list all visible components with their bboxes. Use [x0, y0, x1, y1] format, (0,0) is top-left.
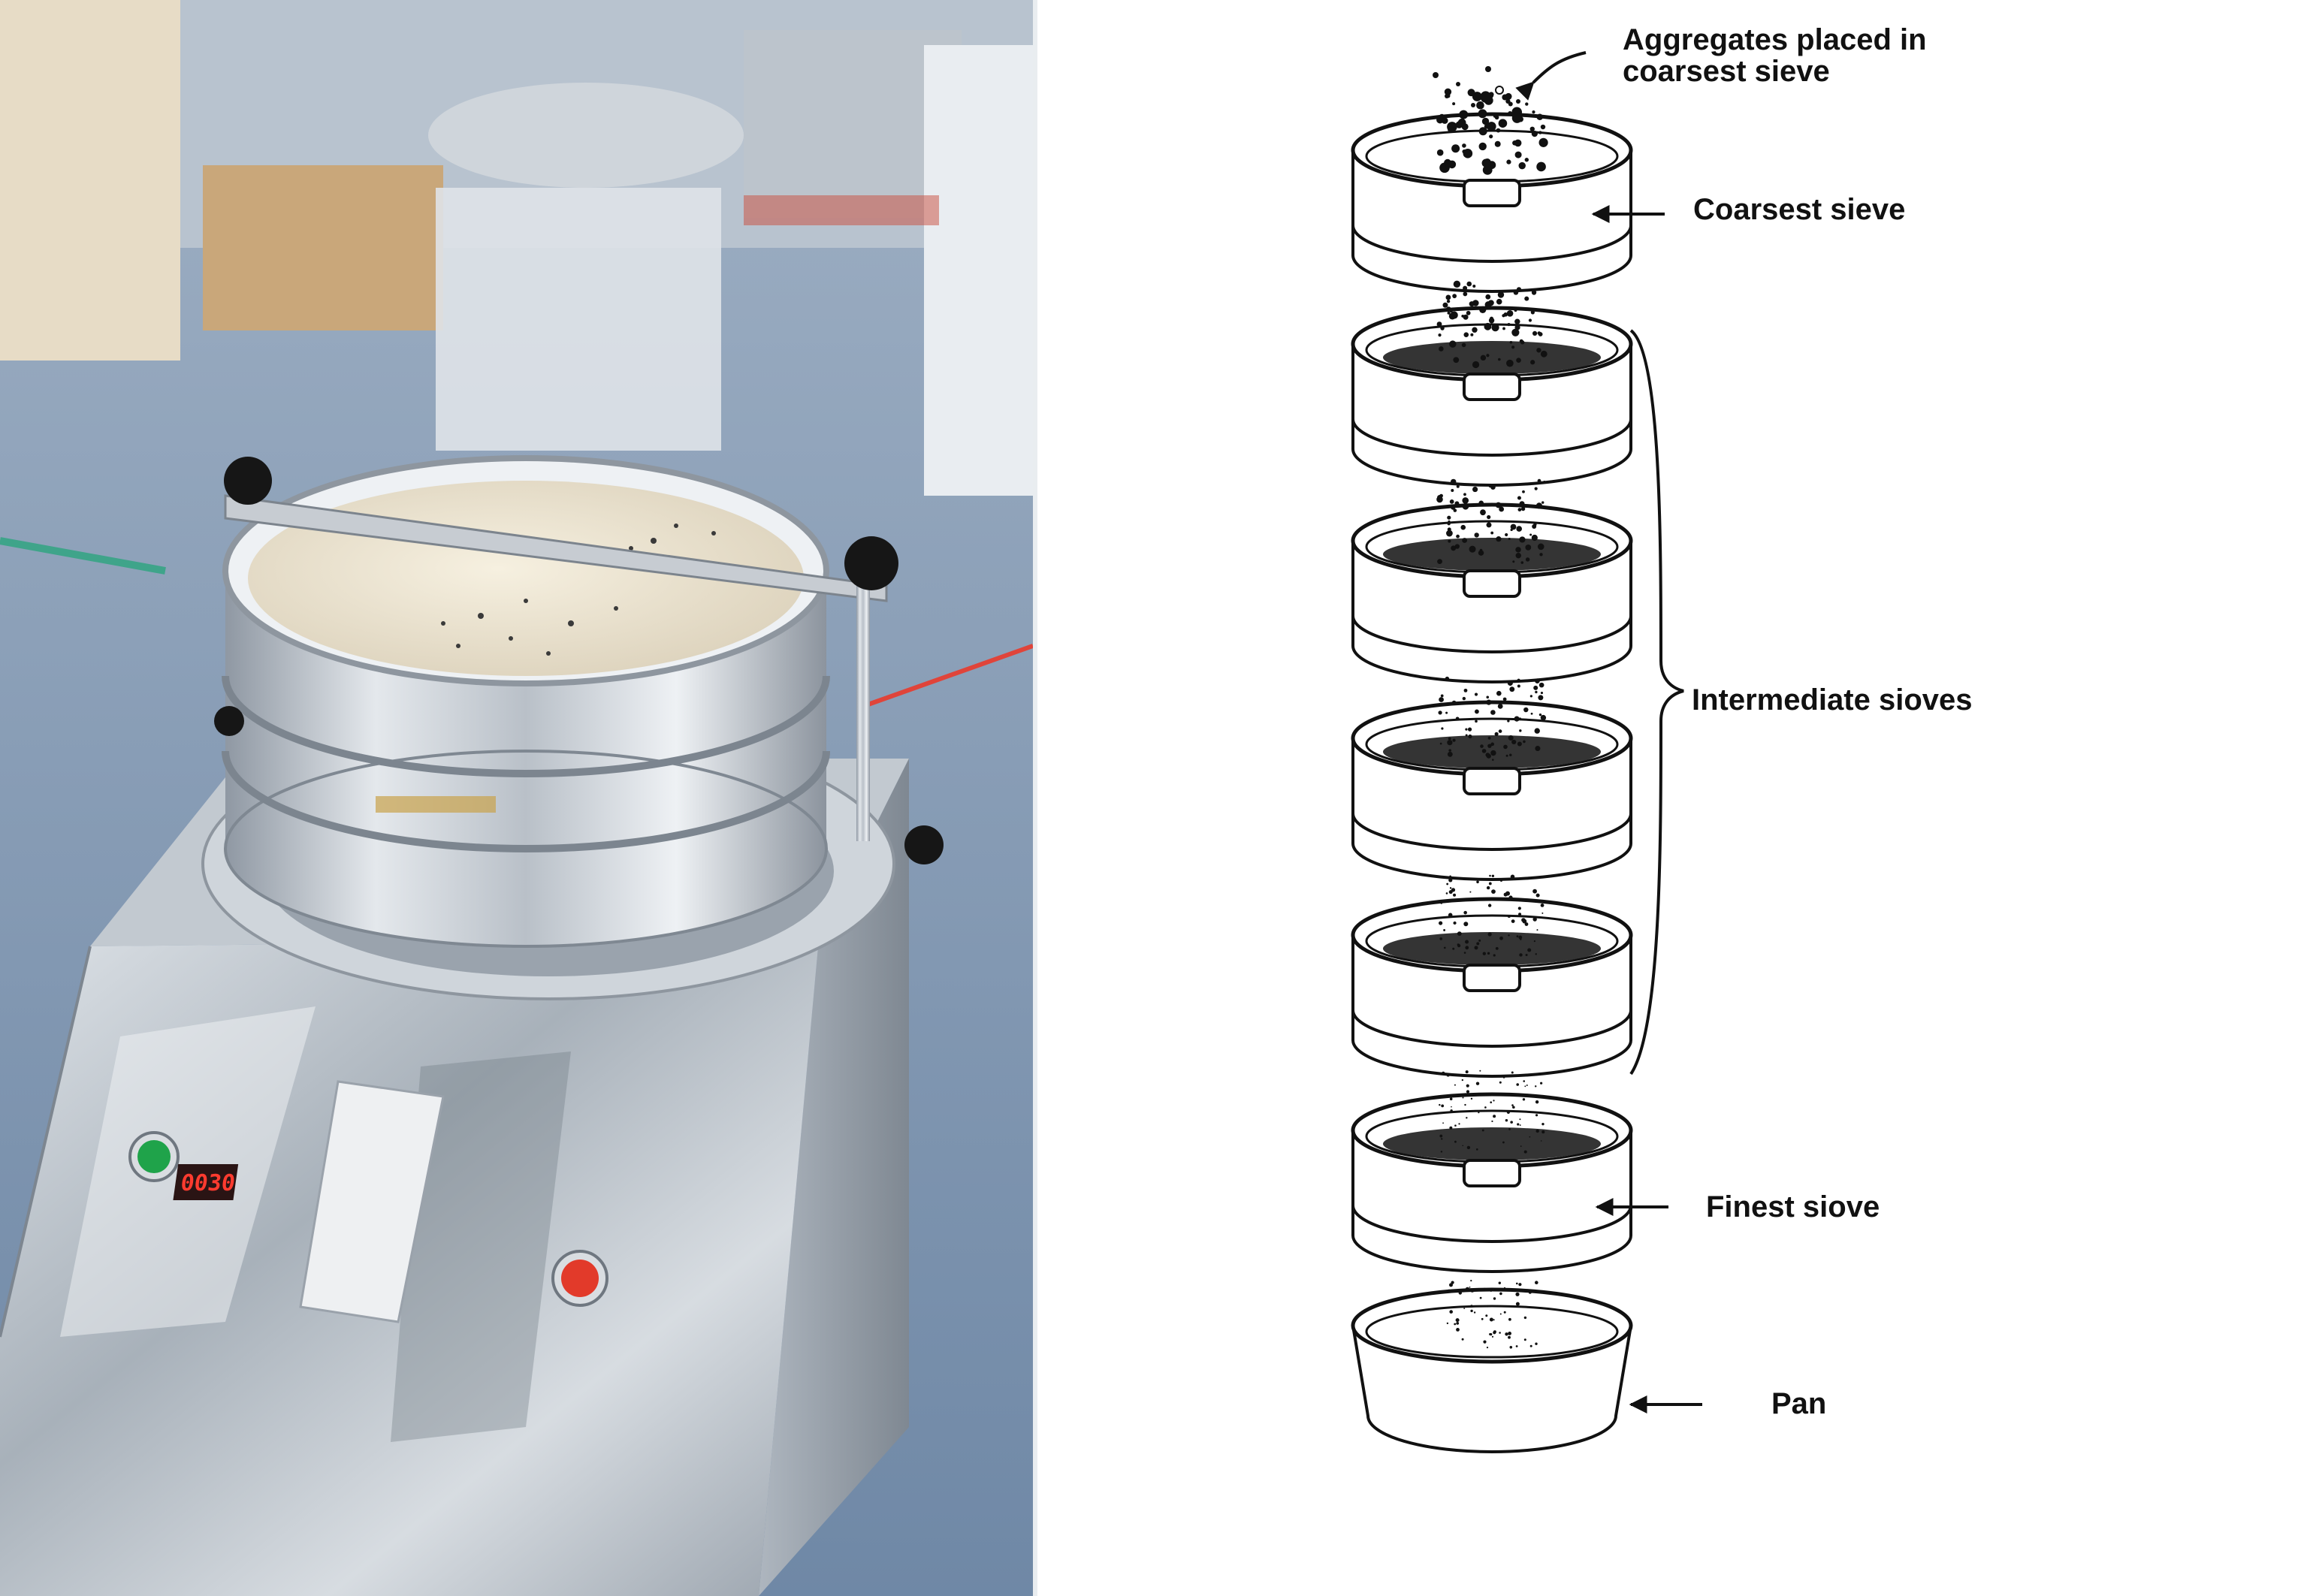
coarsest-sieve	[1351, 88, 1633, 293]
pan-label: Pan	[1771, 1387, 1826, 1420]
sieve-stack-diagram: Aggregates placed in coarsest sieve Coar…	[1037, 0, 2316, 1596]
finest-sieve	[1351, 1070, 1633, 1273]
aggregates-label-line1: Aggregates placed in	[1623, 23, 1927, 56]
intermediate-sieve	[1351, 874, 1633, 1078]
intermediate-sieve	[1351, 280, 1633, 487]
aggregates-label-line2: coarsest sieve	[1623, 55, 1830, 88]
finest-sieve-label: Finest siove	[1706, 1190, 1880, 1223]
intermediate-sieve	[1351, 676, 1633, 881]
sieve-shaker-photo: 0030	[0, 0, 1033, 1596]
intermediate-brace	[1629, 329, 1684, 1076]
panel-divider	[1033, 0, 1037, 1596]
intermediate-sieves-label: Intermediate sioves	[1692, 683, 1973, 717]
coarsest-sieve-label: Coarsest sieve	[1693, 193, 1905, 226]
diagram-canvas: Aggregates placed in coarsest sieve Coar…	[1351, 23, 1973, 1453]
intermediate-sieve	[1351, 478, 1633, 683]
start-button	[137, 1140, 171, 1173]
stop-button	[561, 1260, 599, 1297]
pan	[1351, 1280, 1633, 1453]
aggregates-arrow	[1515, 51, 1587, 101]
timer-display: 0030	[179, 1170, 237, 1196]
